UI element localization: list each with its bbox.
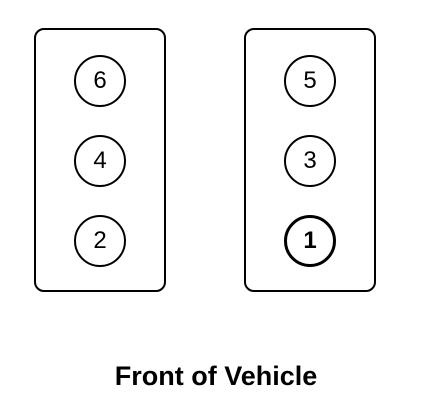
front-of-vehicle-caption: Front of Vehicle [114, 361, 318, 391]
cylinder-number: 2 [93, 227, 107, 254]
cylinder-number: 5 [303, 67, 317, 94]
cylinder-number: 1 [303, 227, 317, 254]
cylinder-4: 4 [74, 135, 126, 187]
cylinder-3: 3 [284, 135, 336, 187]
cylinder-number: 6 [93, 67, 107, 94]
right-cylinder-bank: 5 3 1 [244, 28, 376, 292]
cylinder-1: 1 [284, 215, 336, 267]
cylinder-6: 6 [74, 55, 126, 107]
cylinder-5: 5 [284, 55, 336, 107]
cylinder-2: 2 [74, 215, 126, 267]
cylinder-number: 3 [303, 147, 317, 174]
left-cylinder-bank: 6 4 2 [34, 28, 166, 292]
cylinder-number: 4 [93, 147, 107, 174]
